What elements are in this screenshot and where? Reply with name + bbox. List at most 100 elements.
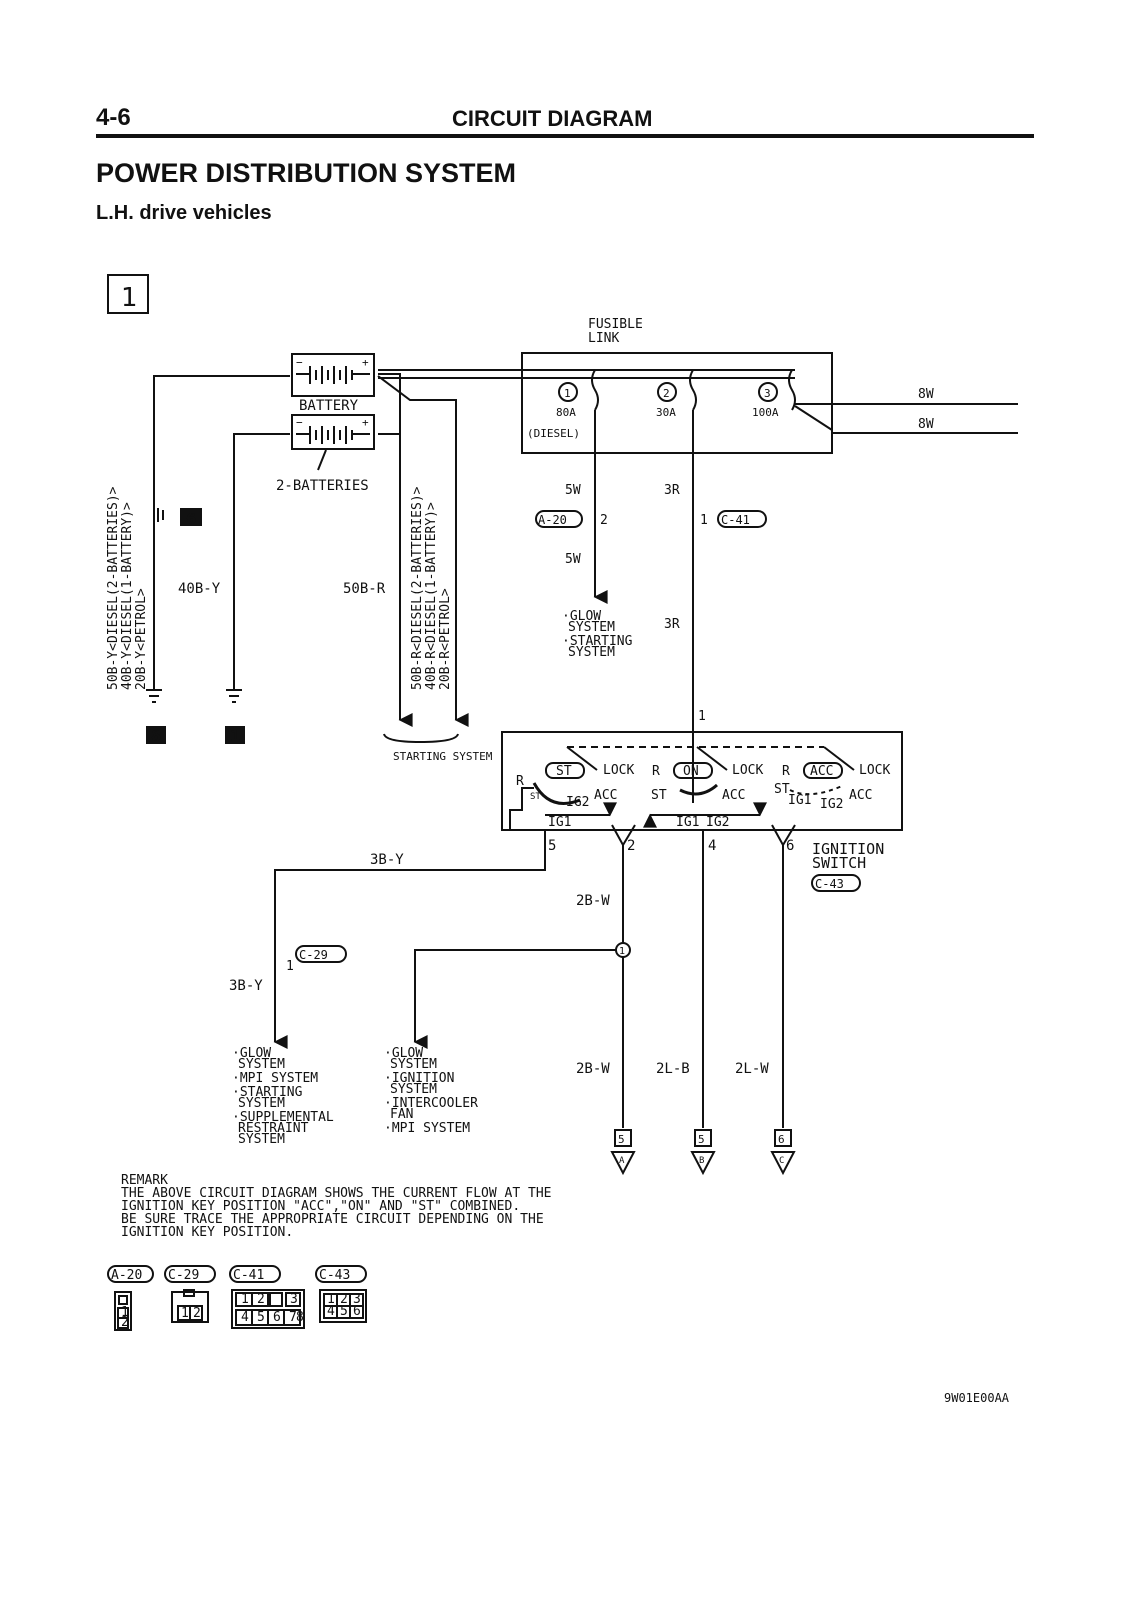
splice-dest-3: ·IGNITION (384, 1071, 454, 1086)
switch-acc-1: ACC (594, 788, 617, 803)
wire-3b-y (273, 830, 546, 1049)
battery-positive-wire (378, 373, 413, 727)
connector-a20-label: A-20 (538, 513, 567, 527)
ground-1-label: 1 (230, 727, 240, 745)
c29-dest-2: SYSTEM (238, 1057, 285, 1072)
fuse-1 (591, 369, 599, 411)
legend-a20-pin-2: 2 (121, 1315, 129, 1330)
battery2-minus: − (296, 416, 303, 429)
battery-minus: − (296, 356, 303, 369)
ground-wire-label-1: 50B-Y<DIESEL(2-BATTERIES)> (106, 486, 121, 690)
c29-dest-6: ·SUPPLEMENTAL (232, 1110, 334, 1125)
marker-6-label: 6 (186, 510, 196, 528)
connector-c43-label: C-43 (815, 877, 844, 891)
continuation-c-letter: C (779, 1156, 784, 1166)
continuation-b-arrow (690, 1151, 716, 1176)
legend-a20-pin-1: 1 (121, 1305, 129, 1320)
ground-8-marker (146, 726, 166, 744)
switch-pin-4: 4 (708, 838, 716, 854)
legend-c41-label: C-41 (233, 1268, 264, 1283)
connector-c29-face (171, 1289, 209, 1323)
c29-dest-5: SYSTEM (238, 1096, 285, 1111)
connector-a20-face (114, 1291, 132, 1331)
wire-2b-w-label: 2B-W (576, 893, 610, 909)
legend-c43-pin-6: 6 (353, 1304, 361, 1319)
battery-icon (291, 353, 375, 397)
connector-a20 (535, 510, 583, 528)
fusible-link-label-1: FUSIBLE (588, 317, 643, 332)
ground-wire-mid (233, 433, 290, 690)
wire-2l-w-label: 2L-W (735, 1061, 769, 1077)
batteries-label: 2-BATTERIES (276, 478, 369, 494)
wire-5w-top-label: 5W (565, 483, 581, 498)
position-st (545, 762, 585, 779)
ground-wire-label-3: 20B-Y<PETROL> (134, 588, 149, 690)
wire-3b-y-label: 3B-Y (370, 852, 404, 868)
ground-wire-label-2: 40B-Y<DIESEL(1-BATTERY)> (120, 502, 135, 690)
fuse-1-note: (DIESEL) (527, 427, 580, 440)
continuation-a-letter: A (619, 1156, 625, 1166)
remark-line-1: THE ABOVE CIRCUIT DIAGRAM SHOWS THE CURR… (121, 1186, 551, 1201)
continuation-b-sheet: 5 (698, 1133, 705, 1146)
splice-dest-1: ·GLOW (384, 1046, 423, 1061)
header-rule (96, 134, 1034, 138)
connector-c41-face (231, 1289, 305, 1329)
splice-dest-2: SYSTEM (390, 1057, 437, 1072)
switch-r-1: R (516, 774, 524, 789)
remark-line-4: IGNITION KEY POSITION. (121, 1225, 293, 1240)
ground-1-marker (225, 726, 245, 744)
splice-branch (413, 949, 623, 1049)
wire-5w-bottom-label: 5W (565, 552, 581, 567)
switch-acc-2: ACC (722, 788, 745, 803)
switch-lock-1: LOCK (603, 763, 634, 778)
legend-c41-pin-6: 6 (273, 1310, 281, 1325)
switch-lock-3: LOCK (859, 763, 890, 778)
legend-c41-pin-2: 2 (257, 1292, 265, 1307)
splice-dest-7: ·MPI SYSTEM (384, 1121, 470, 1136)
connector-c29-label: C-29 (299, 948, 328, 962)
sheet-number-box (107, 274, 149, 314)
legend-c43-pin-2: 2 (340, 1292, 348, 1307)
output-8w-2-label: 8W (918, 417, 934, 432)
section-title: CIRCUIT DIAGRAM (452, 106, 653, 131)
fusible-link-label-2: LINK (588, 331, 619, 346)
starting-system-label: STARTING SYSTEM (393, 750, 493, 763)
switch-ig2-1: IG2 (566, 795, 589, 810)
legend-c41-pin-7: 7 (289, 1310, 297, 1325)
figure-code: 9W01E00AA (944, 1391, 1010, 1405)
battery2-plus: + (362, 416, 369, 429)
sheet-number: 1 (121, 283, 138, 313)
remark-heading: REMARK (121, 1173, 168, 1188)
fuse-2 (689, 369, 697, 411)
battery-plus: + (362, 356, 369, 369)
switch-ig1-3: IG1 (788, 793, 811, 808)
switch-ig2-3: IG2 (820, 797, 843, 812)
legend-c43-pin-3: 3 (353, 1292, 361, 1307)
position-acc (803, 762, 843, 779)
legend-c41-pin-1: 1 (241, 1292, 249, 1307)
a20-pin-label: 2 (600, 513, 608, 528)
fuse-3-number: 3 (764, 387, 771, 400)
wire-3r-bottom-label: 3R (664, 617, 680, 632)
switch-pin-5: 5 (548, 838, 556, 854)
switch-st-2: ST (651, 788, 667, 803)
legend-c29-pin-1: 1 (181, 1306, 189, 1321)
splice-point (615, 942, 631, 958)
a20-dest-3: ·STARTING (562, 634, 633, 649)
switch-ig1-1: IG1 (548, 815, 571, 830)
fuse-1-number: 1 (564, 387, 571, 400)
legend-c41-pin-5: 5 (257, 1310, 265, 1325)
connector-c29 (295, 945, 347, 963)
legend-c41-pin-3: 3 (290, 1292, 298, 1307)
wire-2l-b-label: 2L-B (656, 1061, 690, 1077)
c29-dest-3: ·MPI SYSTEM (232, 1071, 318, 1086)
continuation-a-arrow (610, 1151, 636, 1176)
wire-3b-y-lower-label: 3B-Y (229, 978, 263, 994)
position-on (673, 762, 713, 779)
battery-wire-label-2: 40B-R<DIESEL(1-BATTERY)> (424, 502, 439, 690)
ground-wire-left (153, 375, 290, 690)
legend-c43-pin-5: 5 (340, 1304, 348, 1319)
c29-dest-8: SYSTEM (238, 1132, 285, 1147)
marker-6 (180, 508, 202, 526)
